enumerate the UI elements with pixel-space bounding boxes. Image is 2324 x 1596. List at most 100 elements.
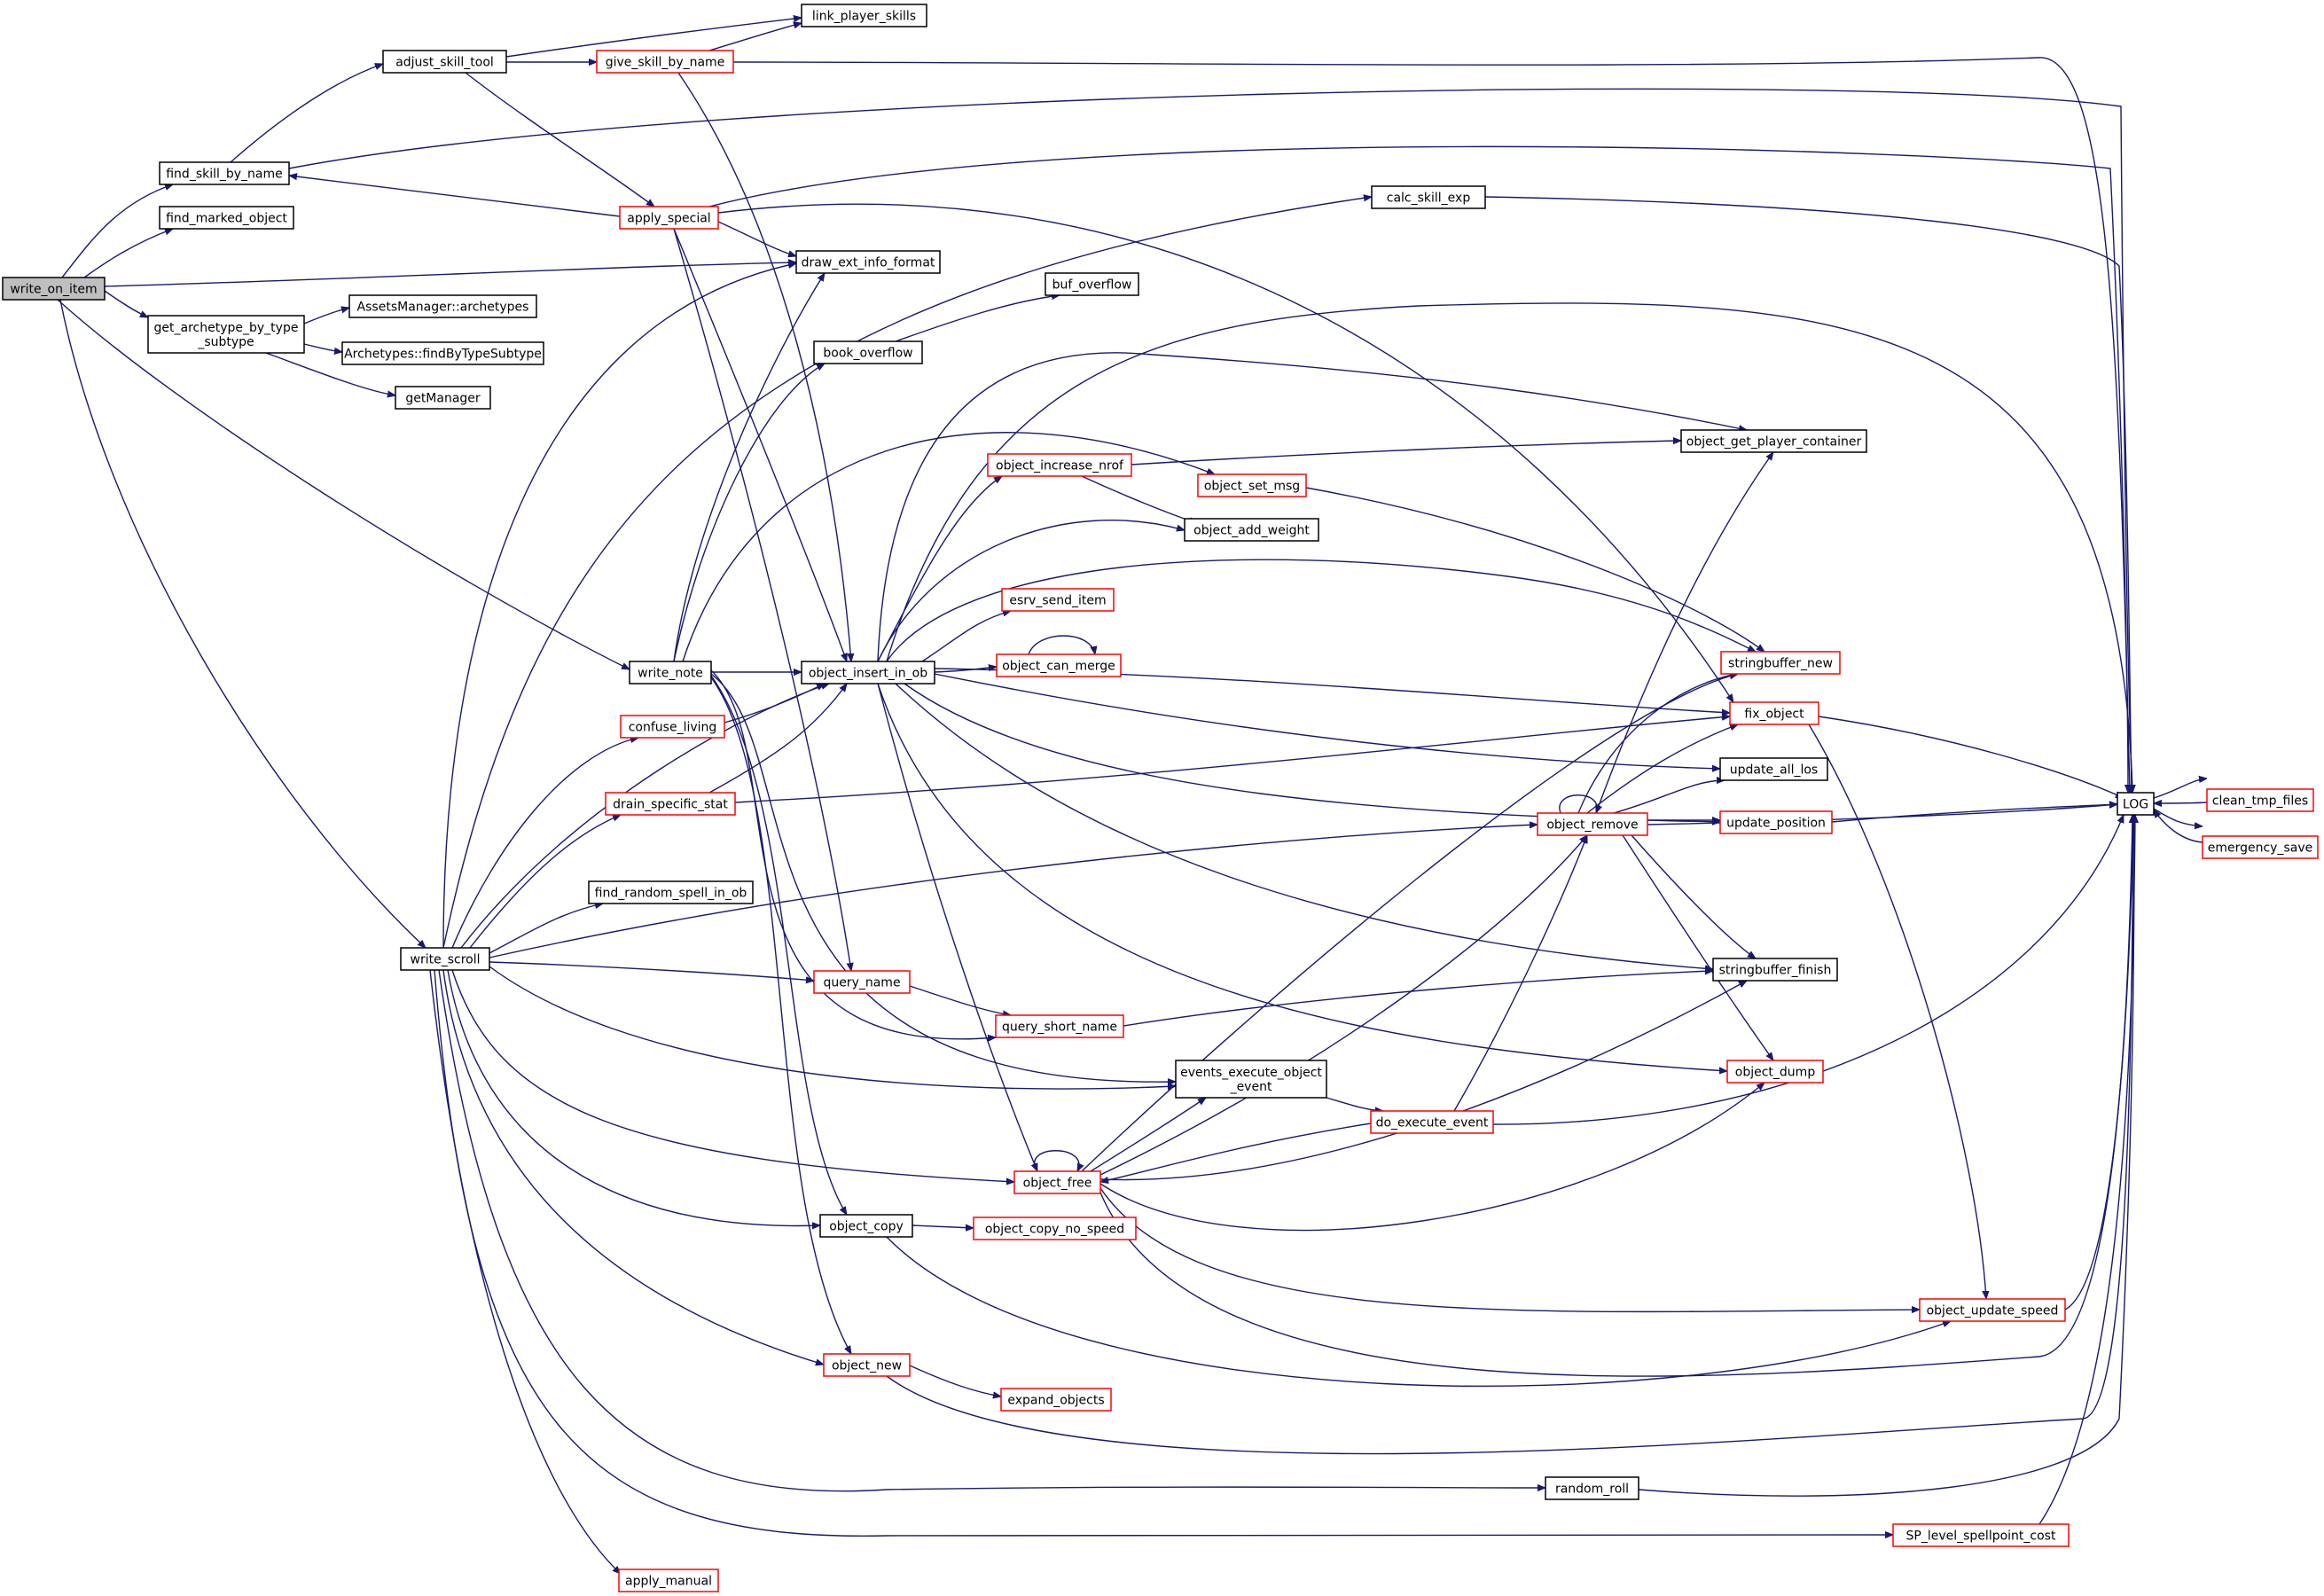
node-label: object_copy_no_speed: [985, 1223, 1124, 1237]
node-events_execute_object_event[interactable]: events_execute_object_event: [1175, 1060, 1327, 1099]
node-apply_manual[interactable]: apply_manual: [618, 1569, 719, 1592]
node-object_increase_nrof[interactable]: object_increase_nrof: [987, 453, 1132, 477]
edge-path: [710, 673, 1176, 1082]
node-box: [1175, 1060, 1327, 1099]
node-label: expand_objects: [1007, 1394, 1104, 1408]
edge-write_scroll-to-find_random_spell_in_ob: [489, 904, 603, 954]
node-give_skill_by_name[interactable]: give_skill_by_name: [596, 50, 734, 74]
node-update_position[interactable]: update_position: [1719, 810, 1833, 834]
edge-emergency_save-to-LOG: [2154, 810, 2203, 843]
edge-path: [1638, 815, 2134, 1497]
edge-adjust_skill_tool-to-apply_special: [465, 72, 654, 207]
edge-drain_specific_stat-to-fix_object: [734, 716, 1730, 803]
node-object_set_msg[interactable]: object_set_msg: [1197, 473, 1307, 497]
node-fix_object[interactable]: fix_object: [1729, 701, 1819, 725]
edge-write_on_item-to-write_scroll: [59, 299, 426, 948]
node-update_all_los[interactable]: update_all_los: [1719, 757, 1828, 781]
edge-object_copy-to-object_update_speed: [886, 1236, 1951, 1388]
node-box: [1719, 757, 1828, 781]
node-object_can_merge[interactable]: object_can_merge: [996, 653, 1122, 677]
node-object_new[interactable]: object_new: [823, 1353, 911, 1377]
node-box: [1013, 1170, 1101, 1194]
node-write_scroll[interactable]: write_scroll: [400, 947, 490, 971]
edge-object_update_speed-to-LOG: [2064, 815, 2133, 1310]
node-clean_tmp_files[interactable]: clean_tmp_files: [2206, 788, 2314, 812]
node-label: update_all_los: [1730, 763, 1818, 778]
node-box: [620, 715, 725, 739]
edge-path: [886, 559, 1756, 662]
edge-path: [909, 1365, 1001, 1396]
node-get_archetype_by_type_subtype[interactable]: get_archetype_by_type_subtype: [147, 315, 305, 354]
node-Archetypes_findByTypeSubtype[interactable]: Archetypes::findByTypeSubtype: [341, 341, 544, 365]
node-label: object_new: [832, 1359, 902, 1373]
node-confuse_living[interactable]: confuse_living: [620, 715, 725, 739]
node-box: [1537, 812, 1648, 836]
node-box: [2206, 788, 2314, 812]
node-apply_special[interactable]: apply_special: [619, 206, 719, 230]
node-query_short_name[interactable]: query_short_name: [995, 1014, 1124, 1038]
node-label: object_dump: [1735, 1066, 1816, 1080]
edge-object_insert_in_ob-to-object_get_player_container: [877, 352, 1747, 662]
node-write_on_item[interactable]: write_on_item: [2, 277, 106, 301]
edge-write_scroll-to-confuse_living: [451, 738, 638, 949]
node-label: object_increase_nrof: [996, 459, 1124, 473]
node-box: [618, 1569, 719, 1592]
node-object_remove[interactable]: object_remove: [1537, 812, 1648, 836]
node-stringbuffer_new[interactable]: stringbuffer_new: [1720, 651, 1841, 675]
edge-random_roll-to-LOG: [1638, 815, 2134, 1497]
node-LOG[interactable]: LOG: [2117, 792, 2155, 816]
node-random_roll[interactable]: random_roll: [1545, 1476, 1639, 1500]
node-expand_objects[interactable]: expand_objects: [1000, 1388, 1112, 1412]
edge-write_scroll-to-SP_level_spellpoint_cost: [434, 969, 1893, 1536]
edge-path: [912, 1225, 974, 1228]
node-getManager[interactable]: getManager: [395, 386, 491, 410]
node-object_update_speed[interactable]: object_update_speed: [1919, 1298, 2066, 1322]
node-stringbuffer_finish[interactable]: stringbuffer_finish: [1712, 958, 1838, 982]
node-object_free[interactable]: object_free: [1013, 1170, 1101, 1194]
node-buf_overflow[interactable]: buf_overflow: [1045, 272, 1139, 296]
edge-confuse_living-to-object_insert_in_ob: [724, 683, 825, 724]
edge-write_scroll-to-draw_ext_info_format: [442, 263, 796, 949]
node-object_insert_in_ob[interactable]: object_insert_in_ob: [801, 661, 935, 685]
node-SP_level_spellpoint_cost[interactable]: SP_level_spellpoint_cost: [1892, 1523, 2070, 1547]
node-box: [1000, 1388, 1112, 1412]
edge-path: [877, 476, 1002, 662]
edge-path: [2154, 802, 2208, 803]
node-object_dump[interactable]: object_dump: [1726, 1060, 1824, 1084]
node-find_skill_by_name[interactable]: find_skill_by_name: [159, 161, 290, 185]
node-emergency_save[interactable]: emergency_save: [2202, 835, 2319, 859]
node-query_name[interactable]: query_name: [813, 970, 911, 994]
node-calc_skill_exp[interactable]: calc_skill_exp: [1371, 185, 1486, 209]
edge-path: [104, 290, 148, 318]
node-link_player_skills[interactable]: link_player_skills: [801, 4, 927, 27]
edge-path: [724, 683, 825, 724]
node-drain_specific_stat[interactable]: drain_specific_stat: [605, 792, 736, 816]
edge-write_scroll-to-object_free: [451, 969, 1014, 1182]
node-write_note[interactable]: write_note: [629, 661, 712, 685]
edge-find_skill_by_name-to-adjust_skill_tool: [230, 64, 383, 163]
node-box: [1001, 588, 1115, 612]
node-box: [813, 970, 911, 994]
node-find_random_spell_in_ob[interactable]: find_random_spell_in_ob: [588, 880, 754, 904]
node-AssetsManager_archetypes[interactable]: AssetsManager::archetypes: [348, 294, 537, 318]
node-object_add_weight[interactable]: object_add_weight: [1184, 518, 1319, 542]
edge-write_scroll-to-drain_specific_stat: [469, 814, 621, 949]
node-object_copy[interactable]: object_copy: [819, 1214, 913, 1238]
node-find_marked_object[interactable]: find_marked_object: [159, 206, 294, 230]
edge-adjust_skill_tool-to-link_player_skills: [505, 18, 802, 58]
node-esrv_send_item[interactable]: esrv_send_item: [1001, 588, 1115, 612]
node-object_copy_no_speed[interactable]: object_copy_no_speed: [973, 1217, 1137, 1240]
node-draw_ext_info_format[interactable]: draw_ext_info_format: [795, 250, 941, 274]
node-box: [1919, 1298, 2066, 1322]
edge-object_insert_in_ob-to-object_add_weight: [877, 520, 1185, 662]
node-object_get_player_container[interactable]: object_get_player_container: [1680, 429, 1867, 453]
node-book_overflow[interactable]: book_overflow: [813, 340, 923, 364]
edge-path: [451, 738, 638, 949]
node-box: [823, 1353, 911, 1377]
node-adjust_skill_tool[interactable]: adjust_skill_tool: [382, 50, 507, 74]
node-do_execute_event[interactable]: do_execute_event: [1370, 1110, 1494, 1134]
node-label: Archetypes::findByTypeSubtype: [344, 348, 542, 362]
edge-path: [877, 520, 1185, 662]
edge-path: [1028, 635, 1095, 654]
node-label: buf_overflow: [1052, 278, 1132, 293]
